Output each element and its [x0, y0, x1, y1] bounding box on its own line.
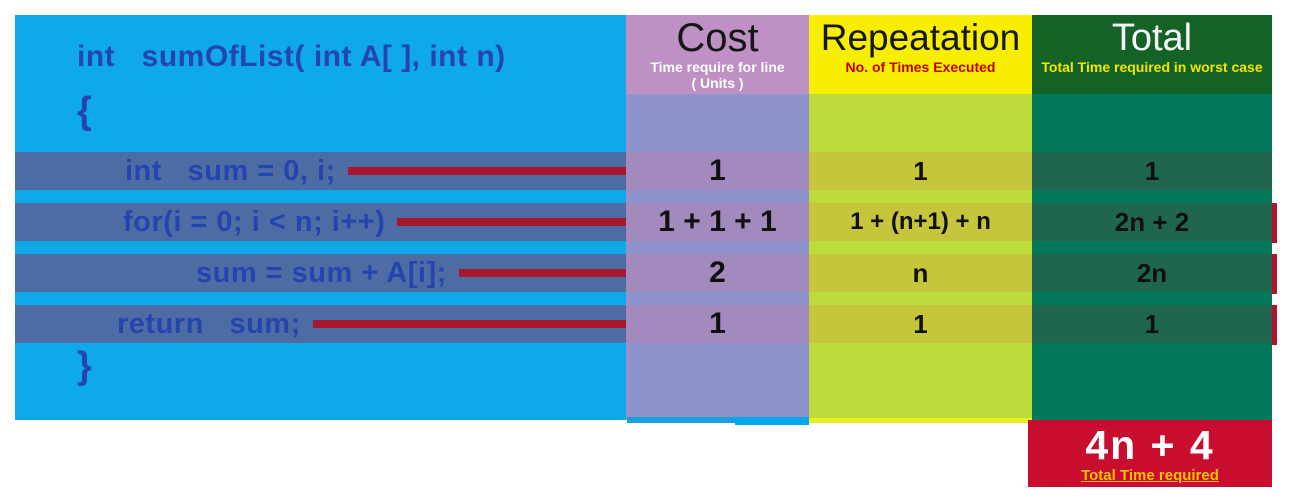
- repeatation-row-highlight: [809, 152, 1032, 190]
- total-column-header: Total Total Time required in worst case: [1032, 15, 1272, 94]
- code-close-brace: }: [77, 345, 93, 387]
- cost-cell-row2: 1 + 1 + 1: [658, 205, 777, 238]
- repeatation-title: Repeatation: [820, 17, 1021, 58]
- code-statement-sum-assign: sum = sum + A[i];: [196, 256, 447, 289]
- connector-line: [347, 167, 626, 175]
- grand-total-label: Total Time required: [1081, 467, 1219, 484]
- cost-subtitle-line1: Time require for line: [650, 59, 785, 75]
- cost-cell-row4: 1: [709, 307, 726, 340]
- total-subtitle: Total Time required in worst case: [1041, 59, 1263, 75]
- total-row-highlight: [1032, 305, 1272, 343]
- total-row-marker: [1272, 254, 1277, 294]
- cost-subtitle-line2: ( Units ): [691, 75, 744, 91]
- total-title: Total: [1111, 17, 1193, 59]
- repeatation-cell-row3: n: [912, 258, 929, 288]
- connector-line: [458, 269, 626, 277]
- repeatation-cell-row1: 1: [913, 156, 928, 186]
- cost-cell-row3: 2: [709, 256, 726, 289]
- total-cell-row1: 1: [1144, 156, 1160, 186]
- code-statement-for-loop: for(i = 0; i < n; i++): [123, 205, 386, 238]
- code-statement-return: return sum;: [117, 307, 301, 340]
- code-signature: int sumOfList( int A[ ], int n): [77, 40, 506, 73]
- cost-cell-row1: 1: [709, 154, 726, 187]
- code-row-for-loop: for(i = 0; i < n; i++): [15, 203, 626, 241]
- repeatation-row-highlight: [809, 254, 1032, 292]
- total-row-marker: [1272, 305, 1277, 345]
- code-statement-int-sum: int sum = 0, i;: [125, 154, 336, 187]
- code-open-brace: {: [77, 90, 93, 132]
- connector-line: [397, 218, 626, 226]
- cost-row-highlight: [626, 305, 809, 343]
- repeatation-cell-row4: 1: [913, 309, 928, 339]
- cost-bottom-strip-accent: [735, 417, 809, 425]
- total-cell-row3: 2n: [1136, 258, 1168, 288]
- total-row-highlight: [1032, 254, 1272, 292]
- total-row-highlight: [1032, 203, 1272, 241]
- cost-row-highlight: [626, 203, 809, 241]
- code-row-sum-assign: sum = sum + A[i];: [15, 254, 626, 292]
- total-cell-row2: 2n + 2: [1114, 207, 1190, 237]
- cost-title: Cost: [676, 16, 759, 60]
- code-row-return: return sum;: [15, 305, 626, 343]
- repeatation-column-header: Repeatation No. of Times Executed: [809, 15, 1032, 94]
- grand-total-box: 4n + 4 Total Time required: [1028, 420, 1272, 487]
- total-row-highlight: [1032, 152, 1272, 190]
- repeatation-cell-row2: 1 + (n+1) + n: [850, 208, 991, 235]
- total-cell-row4: 1: [1144, 309, 1160, 339]
- repeatation-subtitle: No. of Times Executed: [845, 59, 996, 75]
- cost-row-highlight: [626, 254, 809, 292]
- grand-total-formula: 4n + 4: [1085, 422, 1215, 468]
- repeatation-bottom-strip: [809, 418, 1032, 423]
- connector-line: [312, 320, 626, 328]
- repeatation-row-highlight: [809, 305, 1032, 343]
- cost-row-highlight: [626, 152, 809, 190]
- code-row-int-sum: int sum = 0, i;: [15, 152, 626, 190]
- cost-bottom-strip: [627, 417, 735, 423]
- total-row-marker: [1272, 203, 1277, 243]
- repeatation-row-highlight: [809, 203, 1032, 241]
- cost-column-header: Cost Time require for line ( Units ): [626, 15, 809, 94]
